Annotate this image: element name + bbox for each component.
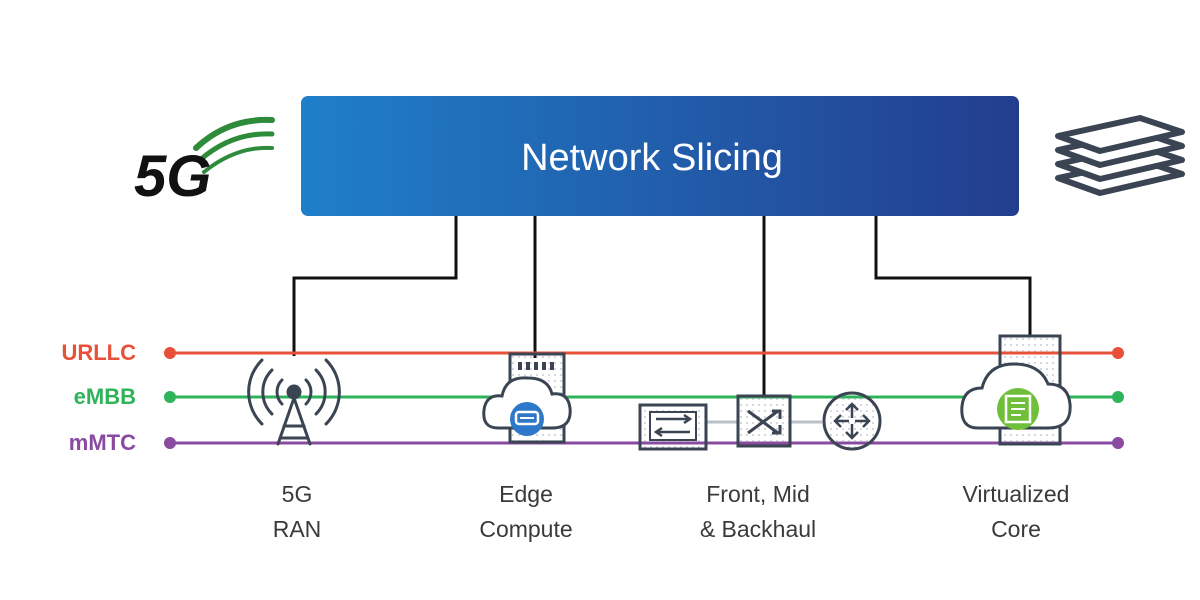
component-label-core-line1: Virtualized	[963, 481, 1070, 507]
signal-wave-icon	[193, 116, 275, 174]
slice-label-embb: eMBB	[74, 384, 136, 409]
component-label-transport-line2: & Backhaul	[700, 516, 816, 542]
radio-tower-icon	[247, 358, 341, 446]
edge-compute-cloud-icon	[482, 352, 572, 444]
virtualized-core-cloud-icon	[960, 334, 1072, 446]
banner-box	[301, 96, 1019, 216]
slice-lines	[164, 347, 1124, 449]
slice-embb	[164, 391, 1124, 403]
component-label-transport-line1: Front, Mid	[706, 481, 810, 507]
5g-logo: 5G	[134, 116, 275, 209]
logo-text: 5G	[134, 144, 211, 209]
banner-connectors	[292, 216, 1032, 396]
component-label-ran-line2: RAN	[273, 516, 322, 542]
switch-icon	[638, 403, 708, 451]
banner-title: Network Slicing	[521, 137, 783, 179]
component-label-edge-line1: Edge	[499, 481, 553, 507]
network-slicing-banner: Network Slicing	[301, 96, 1019, 216]
component-label-ran-line1: 5G	[282, 481, 313, 507]
router-icon	[822, 391, 882, 451]
slice-label-urllc: URLLC	[61, 340, 136, 365]
connector-core	[874, 216, 1032, 336]
slice-label-mmtc: mMTC	[69, 430, 136, 455]
slice-urllc	[164, 347, 1124, 359]
connector-ran	[292, 216, 458, 356]
component-labels: 5G RAN Edge Compute Front, Mid & Backhau…	[273, 481, 1070, 542]
stacked-layers-icon	[1055, 115, 1185, 196]
component-label-core-line2: Core	[991, 516, 1041, 542]
shuffle-switch-icon	[736, 394, 792, 448]
component-label-edge-line2: Compute	[479, 516, 572, 542]
transport-network-icons	[638, 391, 882, 451]
